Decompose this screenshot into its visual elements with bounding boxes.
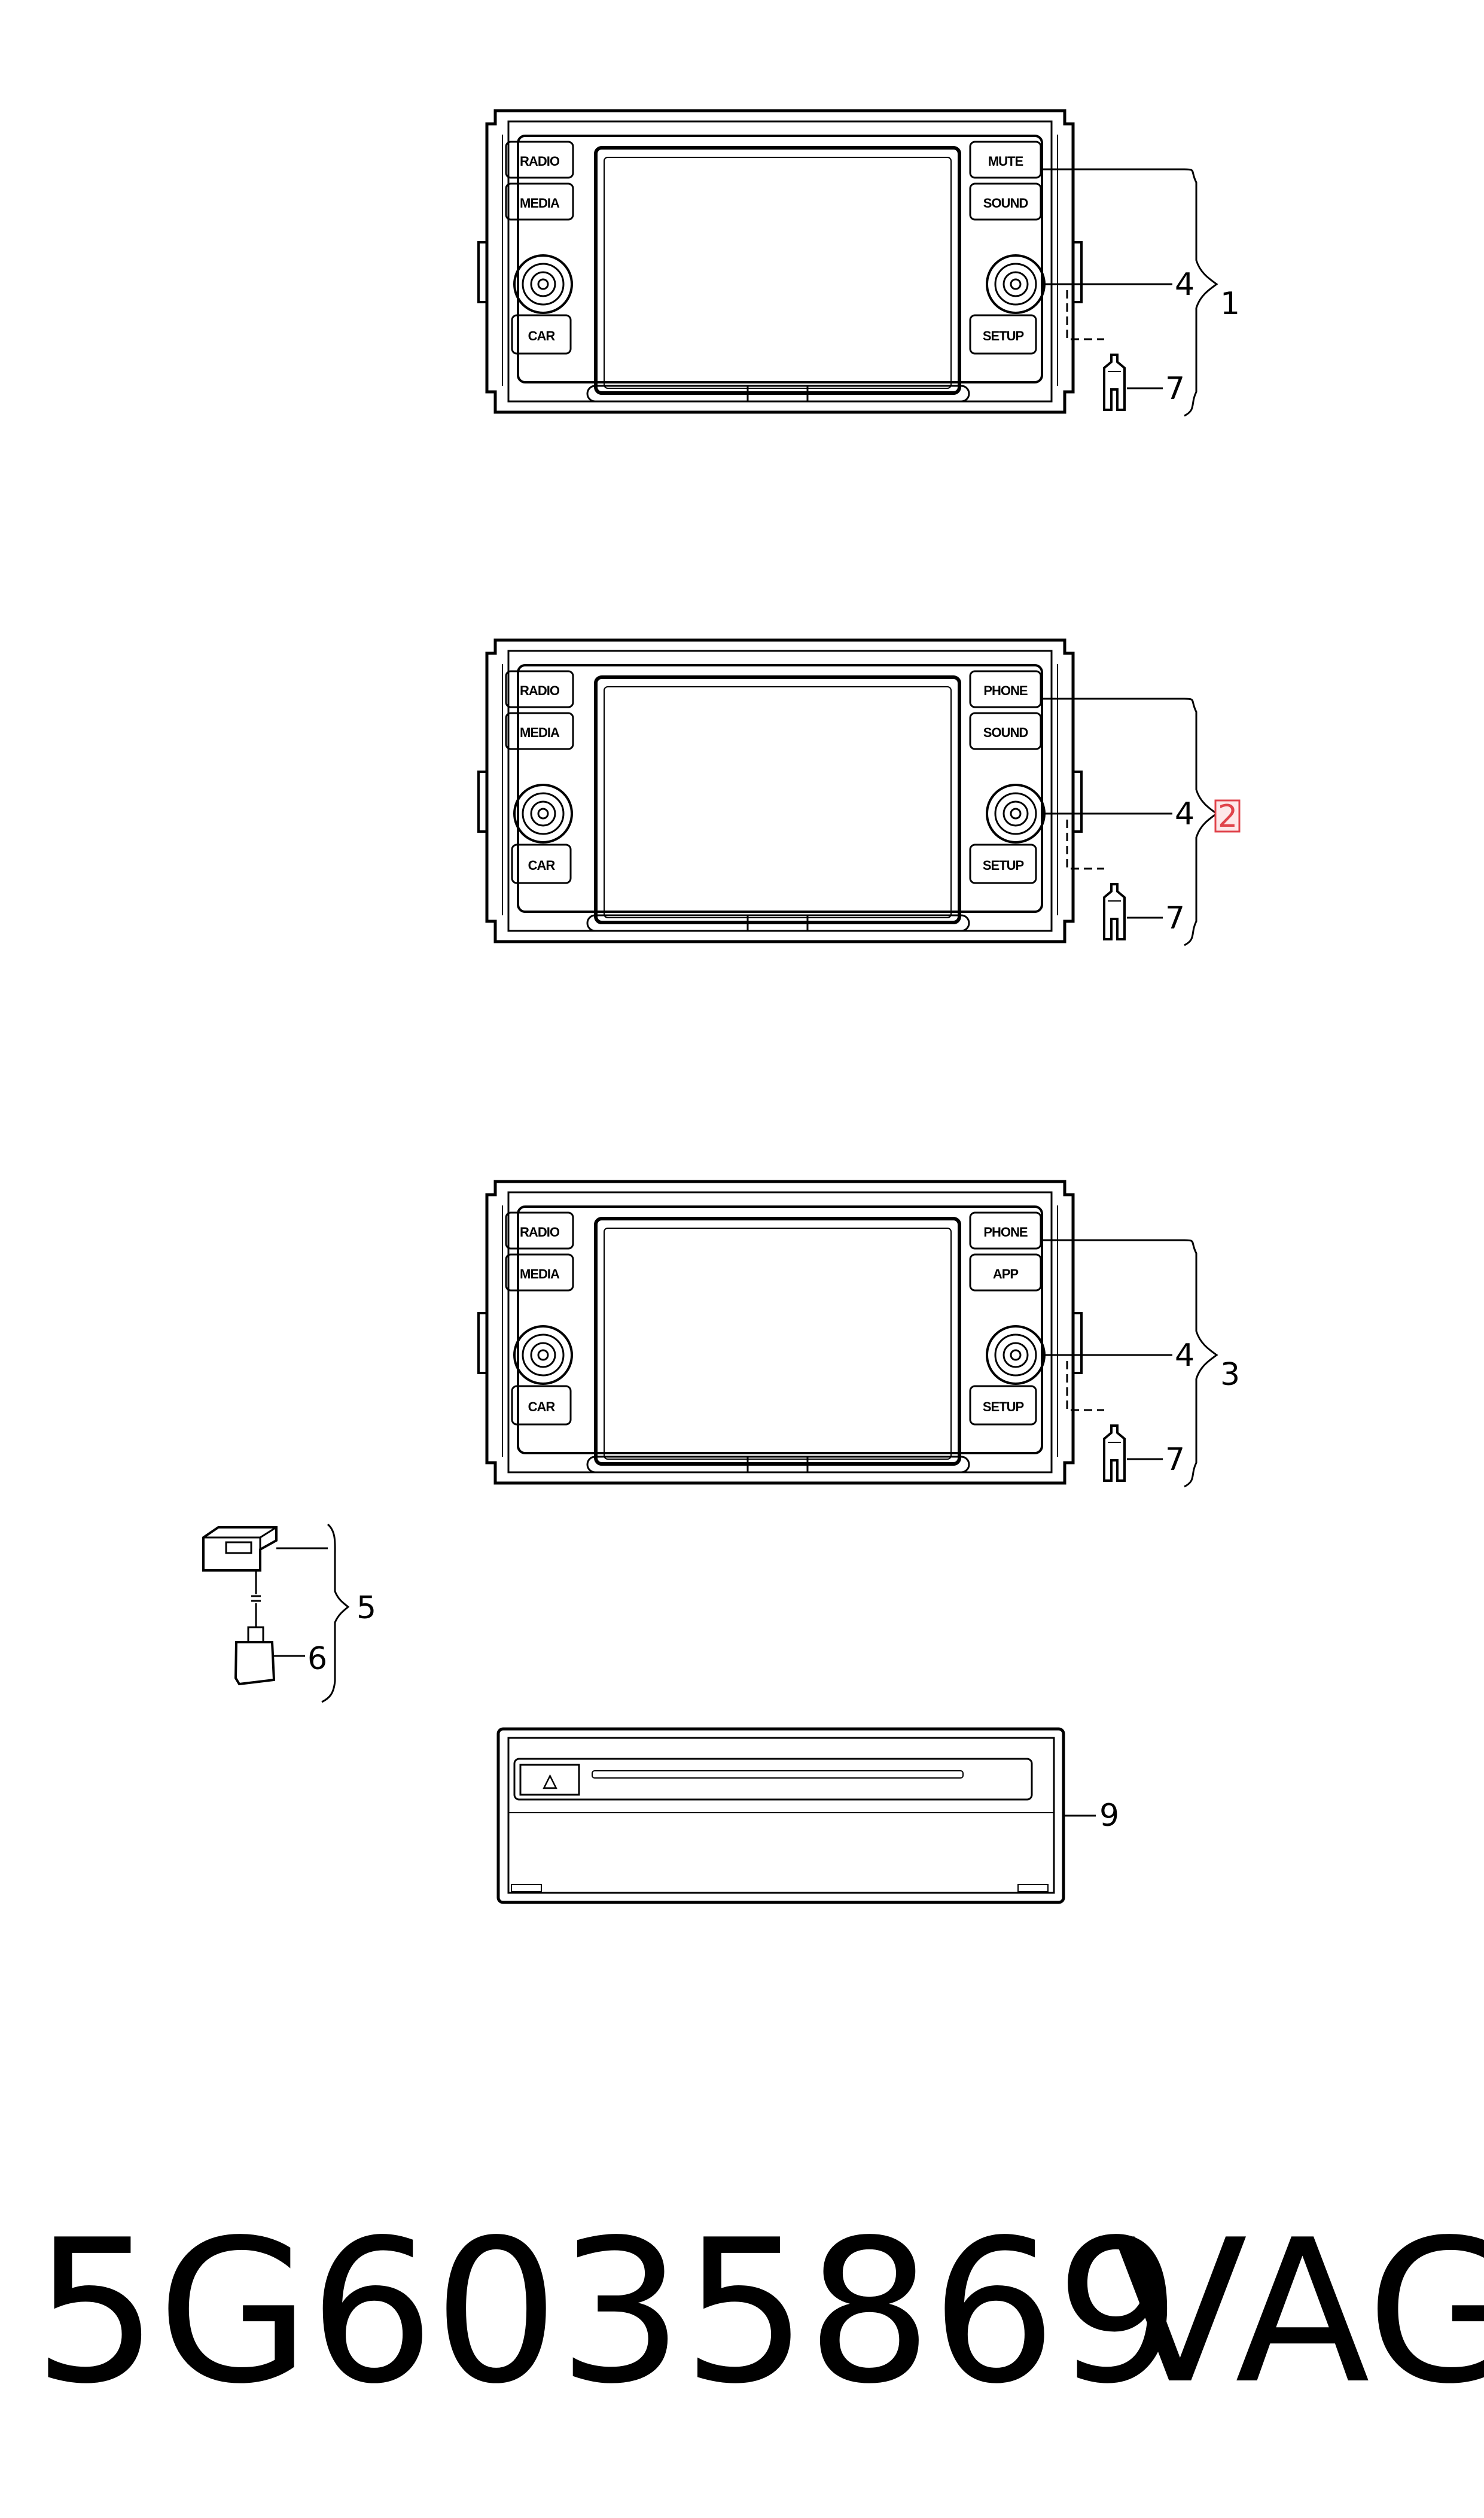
eject-icon: △ [543,1771,557,1791]
callout-knob: 4 [1175,267,1194,303]
brand-label: VAG [1113,2197,1484,2427]
head-unit-2: RADIO MEDIA CAR PHONE SOUND SETUP 4 7 2 [479,640,1241,945]
cd-drive: △ 9 [496,1727,1119,1904]
head-unit-3: RADIO MEDIA CAR PHONE APP SETUP 4 7 3 [479,1182,1240,1487]
button-car: CAR [528,1399,556,1414]
part-number: 5G6035869 [33,2197,1181,2427]
callout-cd-drive: 9 [1099,1798,1119,1834]
button-radio: RADIO [520,1225,560,1240]
button-radio: RADIO [520,154,560,169]
button-media: MEDIA [520,196,560,211]
button-phone: PHONE [983,1225,1028,1240]
parts-diagram: RADIO MEDIA CAR MUTE SOUND SETUP 4 7 1 R… [202,0,1241,1904]
callout-assembly: 3 [1220,1357,1240,1393]
callout-connector: 7 [1165,371,1185,407]
callout-assembly: 2 [1218,799,1238,835]
callout-knob: 4 [1175,1338,1194,1374]
callout-assembly: 1 [1220,286,1240,322]
button-media: MEDIA [520,725,560,740]
callout-usb-plug: 6 [307,1641,327,1677]
button-mute: MUTE [988,154,1023,169]
button-radio: RADIO [520,683,560,698]
button-phone: PHONE [983,683,1028,698]
highlight-box [1214,799,1241,833]
button-setup: SETUP [983,858,1024,873]
callout-usb-assembly: 5 [356,1590,376,1626]
button-car: CAR [528,328,556,343]
button-app: APP [993,1266,1019,1281]
button-sound: SOUND [983,725,1028,740]
callout-knob: 4 [1175,796,1194,832]
button-car: CAR [528,858,556,873]
button-setup: SETUP [983,1399,1024,1414]
button-sound: SOUND [983,196,1028,211]
head-unit-1: RADIO MEDIA CAR MUTE SOUND SETUP 4 7 1 [479,111,1240,416]
button-media: MEDIA [520,1266,560,1281]
button-setup: SETUP [983,328,1024,343]
callout-connector: 7 [1165,1442,1185,1478]
usb-module: 5 6 [202,1523,376,1703]
callout-connector: 7 [1165,900,1185,936]
